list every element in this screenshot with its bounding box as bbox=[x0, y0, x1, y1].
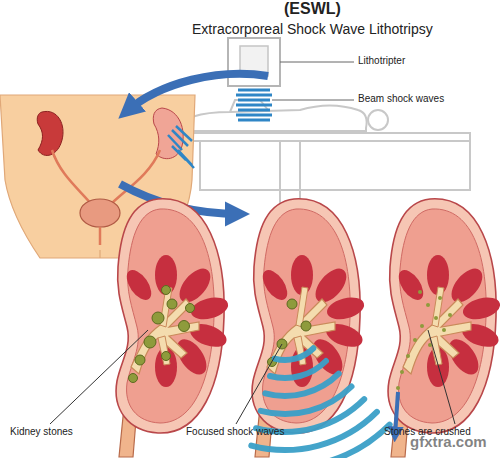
stone bbox=[301, 321, 311, 331]
kidney-crushed-stones bbox=[388, 199, 500, 457]
leader-line bbox=[236, 344, 282, 424]
stone bbox=[162, 352, 171, 361]
zoom-arrow bbox=[126, 74, 268, 112]
fragment bbox=[400, 370, 404, 374]
urethra bbox=[99, 227, 102, 245]
table-top bbox=[150, 133, 470, 141]
leader-line bbox=[280, 62, 354, 63]
patient-silhouette bbox=[178, 106, 367, 132]
focused-waves bbox=[247, 348, 390, 458]
stone bbox=[129, 374, 138, 383]
table-outline bbox=[150, 100, 470, 205]
lithotripter bbox=[228, 38, 354, 120]
part-label: Focused shock waves bbox=[186, 426, 284, 438]
wave-arc bbox=[275, 348, 314, 360]
fragment bbox=[406, 354, 410, 358]
stone bbox=[186, 304, 195, 313]
table-frame bbox=[200, 141, 470, 205]
leader-line bbox=[272, 100, 354, 101]
stone bbox=[152, 312, 164, 324]
kidney-under-treatment bbox=[252, 199, 366, 457]
kidney-stones bbox=[129, 286, 195, 383]
stone bbox=[179, 321, 190, 332]
lithotripter-head bbox=[228, 38, 280, 86]
watermark: gfxtra.com bbox=[410, 433, 487, 450]
small-kidney bbox=[37, 111, 63, 155]
stone bbox=[287, 299, 297, 309]
beam-coil bbox=[236, 90, 272, 120]
fragment bbox=[438, 296, 442, 300]
stone bbox=[167, 299, 177, 309]
stone bbox=[162, 286, 171, 295]
fragment bbox=[418, 290, 422, 294]
fragment bbox=[420, 324, 424, 328]
patient-head bbox=[368, 110, 388, 130]
fragment bbox=[448, 313, 452, 317]
part-label: Lithotripter bbox=[358, 55, 405, 67]
part-label: Kidney stones bbox=[10, 426, 73, 438]
part-label: Beam shock waves bbox=[358, 93, 444, 105]
fragment bbox=[413, 338, 417, 342]
diagram-title: Extracorporeal Shock Wave Lithotripsy bbox=[192, 21, 433, 37]
stone bbox=[144, 336, 156, 348]
fragment bbox=[426, 303, 430, 307]
wave-arc bbox=[270, 361, 326, 378]
heading-abbreviation: (ESWL) bbox=[284, 0, 341, 18]
fragment bbox=[434, 316, 438, 320]
leader-line bbox=[428, 330, 455, 424]
stone bbox=[135, 355, 145, 365]
fragment bbox=[396, 386, 400, 390]
torso-line bbox=[99, 250, 100, 258]
small-beam bbox=[168, 126, 194, 168]
crushed-stones bbox=[396, 290, 452, 390]
leader-line bbox=[50, 330, 148, 424]
wave-arc bbox=[261, 387, 352, 415]
bladder bbox=[80, 199, 120, 227]
wave-arc bbox=[265, 374, 338, 396]
leader-lines bbox=[50, 330, 455, 424]
kidney-with-stones bbox=[116, 199, 230, 457]
fragment bbox=[442, 328, 446, 332]
